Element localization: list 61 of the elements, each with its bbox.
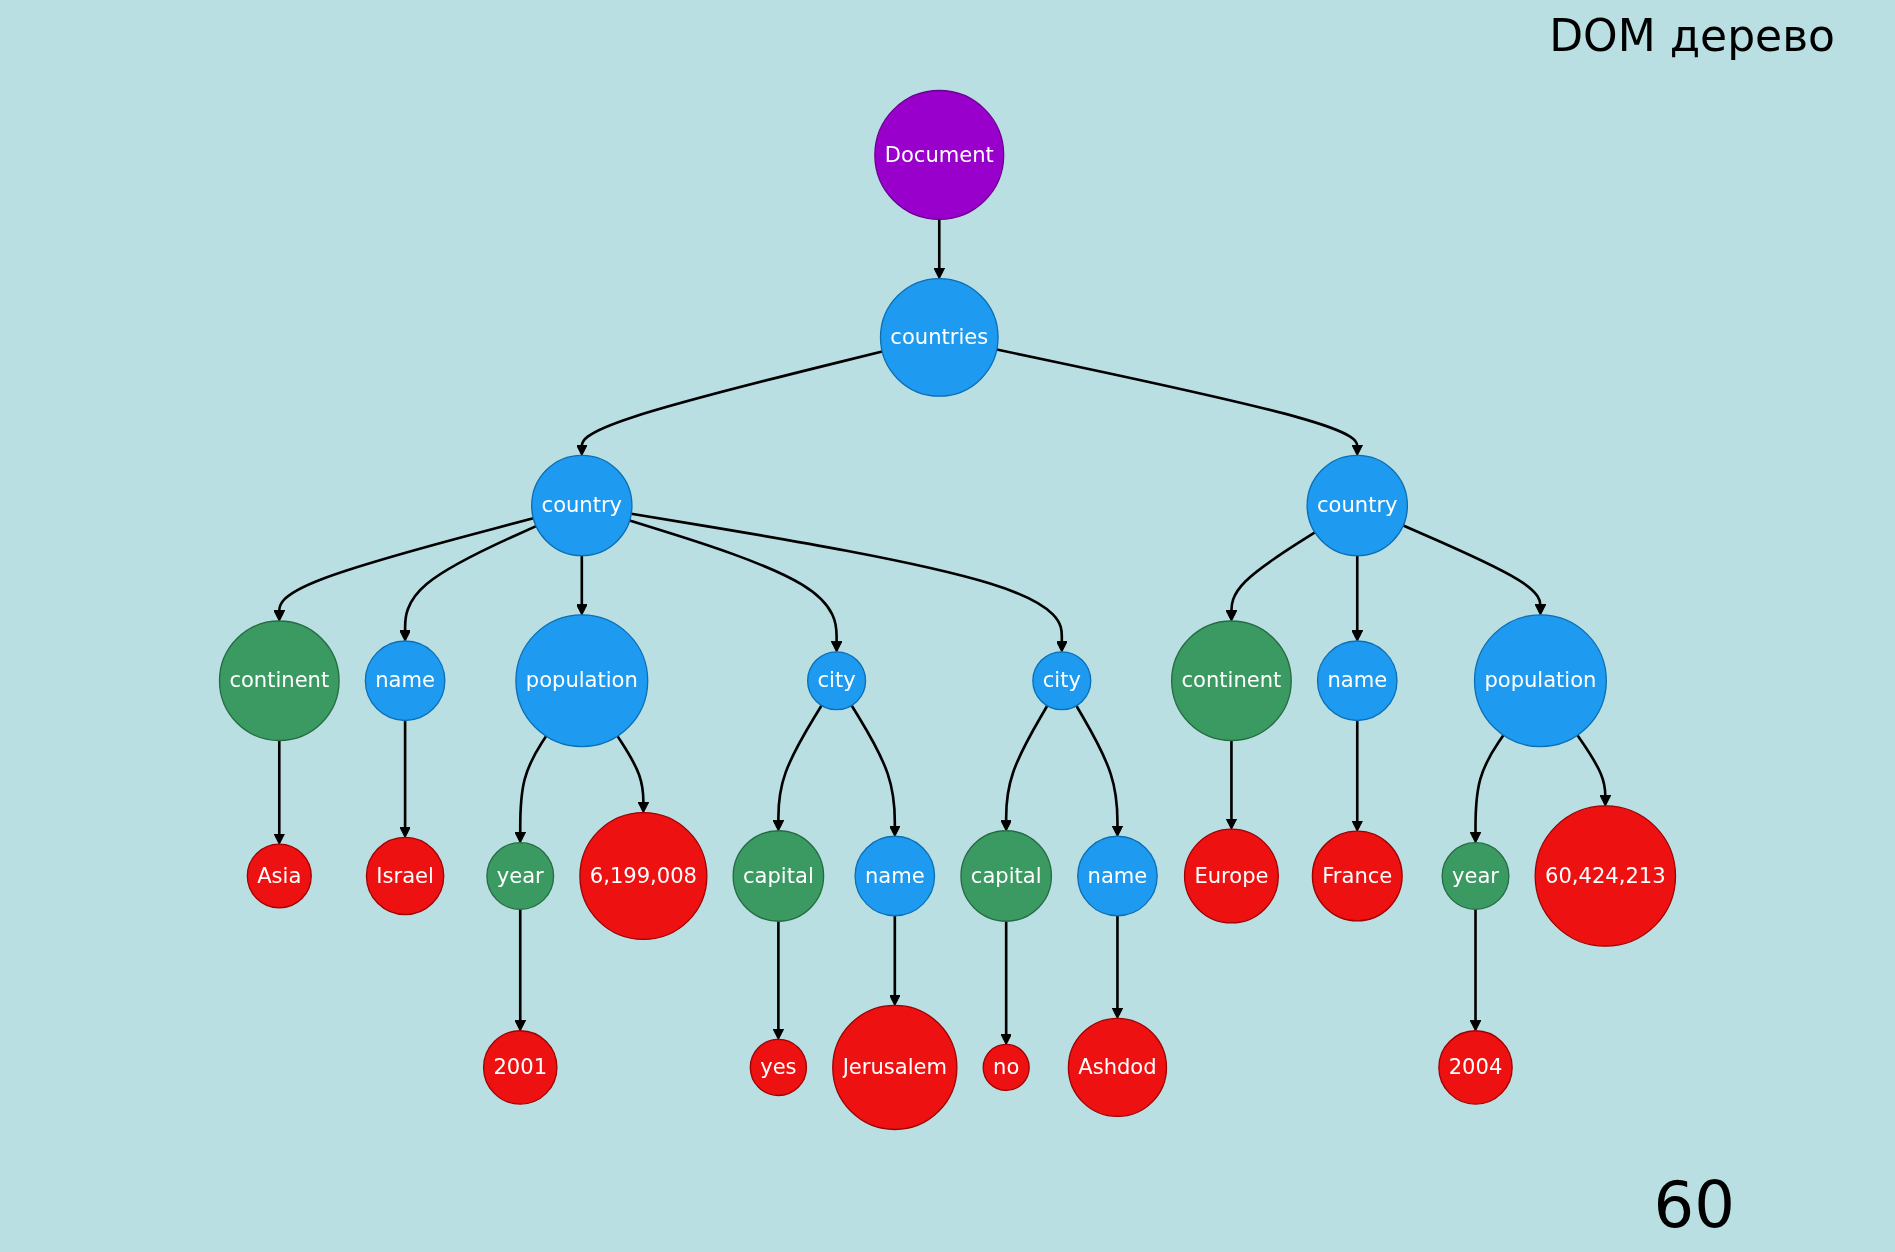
node-circle: year xyxy=(1441,842,1510,911)
arrow xyxy=(933,219,946,280)
node-circle: Asia xyxy=(246,843,312,909)
node-circle: no xyxy=(982,1043,1030,1092)
arrow xyxy=(1225,531,1316,622)
arrow xyxy=(772,921,785,1040)
node-circle: city xyxy=(1032,651,1092,711)
arrow xyxy=(399,524,537,642)
node-circle: Ashdod xyxy=(1067,1017,1168,1118)
arrow xyxy=(1469,734,1505,844)
node-circle: name xyxy=(364,640,446,722)
node-circle: name xyxy=(1077,835,1158,917)
node-circle: population xyxy=(1473,614,1607,748)
arrow xyxy=(576,555,588,616)
arrow xyxy=(629,519,843,653)
diagram-title: DOM дерево xyxy=(1549,10,1835,61)
node-circle: countries xyxy=(879,277,999,397)
arrow xyxy=(1075,705,1124,837)
arrow xyxy=(631,512,1068,653)
arrow xyxy=(1225,740,1238,830)
node-circle: year xyxy=(486,842,555,911)
arrow xyxy=(1111,915,1124,1019)
arrow xyxy=(889,915,901,1006)
arrow xyxy=(273,740,286,845)
node-circle: name xyxy=(854,835,936,917)
node-circle: 2001 xyxy=(482,1030,558,1105)
arrow xyxy=(1000,921,1012,1045)
arrow xyxy=(576,350,883,456)
node-circle: country xyxy=(1306,454,1409,557)
node-circle: country xyxy=(531,454,633,557)
node-circle: France xyxy=(1311,830,1403,922)
node-circle: continent xyxy=(218,620,340,742)
node-circle: city xyxy=(807,651,867,711)
arrow xyxy=(1000,705,1049,832)
node-circle: 6,199,008 xyxy=(579,811,708,941)
node-circle: Document xyxy=(874,89,1005,220)
arrow xyxy=(1576,734,1612,807)
node-circle: population xyxy=(515,614,649,748)
node-circle: yes xyxy=(749,1038,808,1097)
node-circle: Jerusalem xyxy=(832,1004,958,1131)
node-circle: capital xyxy=(960,830,1053,922)
arrow xyxy=(514,735,548,844)
arrow xyxy=(850,704,901,837)
arrow xyxy=(1402,524,1547,616)
arrow xyxy=(273,517,534,622)
arrow xyxy=(514,909,527,1032)
arrow xyxy=(1351,720,1364,832)
node-circle: Europe xyxy=(1183,828,1279,924)
arrow xyxy=(1469,909,1482,1032)
node-circle: capital xyxy=(732,830,825,922)
node-circle: 60,424,213 xyxy=(1534,805,1677,947)
node-circle: name xyxy=(1316,640,1398,722)
node-circle: 2004 xyxy=(1438,1030,1513,1105)
node-circle: continent xyxy=(1171,620,1292,742)
page-number: 60 xyxy=(1653,1168,1735,1242)
arrow xyxy=(772,704,823,832)
arrow xyxy=(399,720,411,838)
node-circle: Israel xyxy=(365,836,445,916)
arrow xyxy=(996,348,1364,456)
arrow xyxy=(616,735,650,814)
arrow xyxy=(1351,555,1364,642)
